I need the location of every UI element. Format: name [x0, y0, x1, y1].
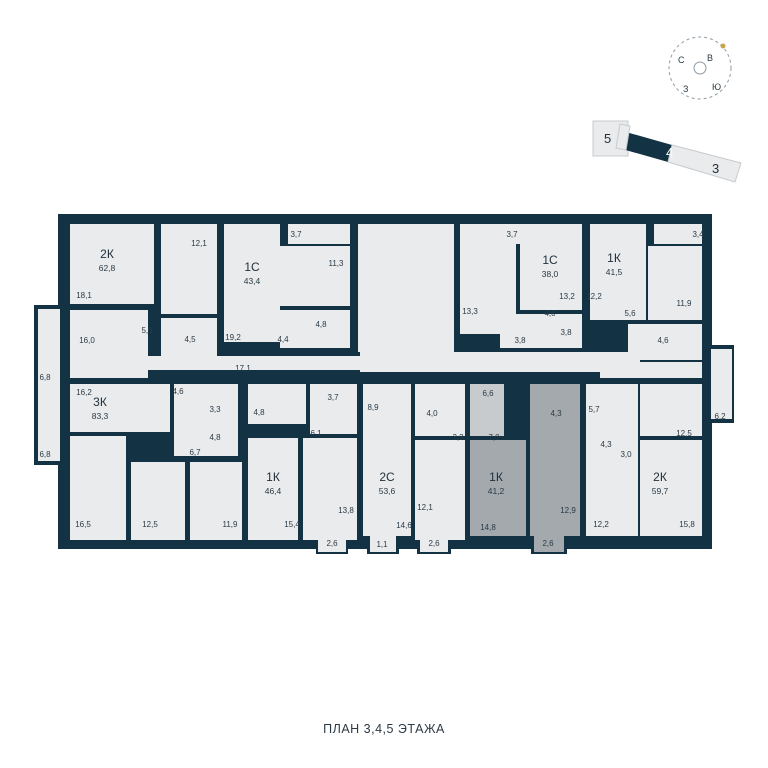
room-area: 5,6: [624, 309, 636, 318]
room-area: 13,2: [559, 292, 575, 301]
room-area: 15,8: [679, 520, 695, 529]
room-area: 4,8: [209, 433, 221, 442]
apt-type: 1С: [244, 260, 260, 274]
apt-area: 53,6: [379, 486, 396, 496]
room-area: 11,9: [223, 520, 239, 529]
compass-icon: С В Ю З: [668, 36, 732, 100]
room-area: 13,8: [338, 506, 354, 515]
apt-highlight-room[interactable]: [470, 440, 526, 536]
loggia-area: 2,6: [542, 539, 554, 548]
room-area: 3,0: [620, 450, 632, 459]
loggia-area: 2,6: [326, 539, 338, 548]
room-area: 4,8: [253, 408, 265, 417]
loggia-area: 2,6: [428, 539, 440, 548]
section-key-plan: 5 4 3: [592, 120, 742, 183]
apt-type: 2С: [379, 470, 395, 484]
compass-w: З: [683, 84, 688, 94]
room-area: 4,0: [544, 309, 556, 318]
room-area: 4,3: [550, 409, 562, 418]
room-area: 12,1: [191, 239, 207, 248]
room-area: 6,8: [39, 450, 51, 459]
room-area: 5,7: [588, 405, 600, 414]
bottom-row-rooms: [70, 384, 702, 540]
apt-area: 59,7: [652, 486, 669, 496]
room-area: 5,3: [141, 326, 153, 335]
room-area: 6,8: [39, 373, 51, 382]
room-area: 3,7: [327, 393, 339, 402]
compass-e: В: [707, 53, 713, 63]
apt-type: 1К: [489, 470, 503, 484]
room-area: 7,0: [488, 433, 500, 442]
apt-highlight-room-2[interactable]: [530, 384, 580, 536]
room-area: 3,3: [209, 405, 221, 414]
apt-area: 62,8: [99, 263, 116, 273]
room-area: 14,6: [396, 521, 412, 530]
apt-area: 41,5: [606, 267, 623, 277]
room-area: 6,6: [482, 389, 494, 398]
section-3-label: 3: [712, 161, 719, 176]
apt-type: 3К: [93, 395, 107, 409]
room-area: 17,1: [235, 364, 251, 373]
section-5-label: 5: [604, 131, 611, 146]
room-area: 3,8: [560, 328, 572, 337]
room-area: 4,6: [172, 387, 184, 396]
room-labels: 12,1 3,7 11,3 18,1 5,3 19,2 4,5 4,4 4,8 …: [39, 230, 726, 549]
apt-type: 2К: [653, 470, 667, 484]
loggia-area: 1,1: [376, 540, 388, 549]
apt-type: 1С: [542, 253, 558, 267]
room-area: 4,4: [277, 335, 289, 344]
apt-type: 1К: [607, 251, 621, 265]
apt-area: 46,4: [265, 486, 282, 496]
room-area: 3,3: [452, 433, 464, 442]
compass-s: Ю: [712, 82, 721, 92]
room-area: 12,1: [417, 503, 433, 512]
room-area: 16,5: [75, 520, 91, 529]
apt-area: 41,2: [488, 486, 505, 496]
room-area: 16,0: [79, 336, 95, 345]
apt-area: 83,3: [92, 411, 109, 421]
room-area: 11,9: [677, 299, 693, 308]
room-area: 3,8: [514, 336, 526, 345]
room-area: 4,8: [315, 320, 327, 329]
room-area: 4,0: [426, 409, 438, 418]
room-area: 13,3: [462, 307, 478, 316]
room-area: 12,5: [676, 429, 692, 438]
room-area: 18,1: [76, 291, 92, 300]
apt-type: 1К: [266, 470, 280, 484]
room-area: 3,4: [692, 230, 704, 239]
room-area: 12,9: [560, 506, 576, 515]
room-area: 3,7: [290, 230, 302, 239]
top-row-rooms: [70, 224, 702, 378]
room-area: 4,6: [657, 336, 669, 345]
compass-n: С: [678, 55, 685, 65]
apt-type: 2К: [100, 247, 114, 261]
room-area: 4,5: [184, 335, 196, 344]
room-area: 6,1: [310, 429, 322, 438]
section-4-label: 4: [666, 145, 673, 160]
floor-plan-title: ПЛАН 3,4,5 ЭТАЖА: [323, 722, 445, 736]
room-area: 12,5: [142, 520, 158, 529]
room-area: 12,2: [593, 520, 609, 529]
room-area: 8,9: [367, 403, 379, 412]
room-area: 4,3: [600, 440, 612, 449]
room-area: 14,8: [480, 523, 496, 532]
room-area: 16,2: [76, 388, 92, 397]
room-area: 6,2: [714, 412, 726, 421]
apt-area: 38,0: [542, 269, 559, 279]
room-area: 12,2: [586, 292, 602, 301]
room-area: 11,3: [329, 259, 345, 268]
room-area: 19,2: [225, 333, 241, 342]
room-area: 3,7: [506, 230, 518, 239]
room-area: 6,7: [189, 448, 201, 457]
room-area: 15,4: [284, 520, 300, 529]
apartment-labels: 2К 62,8 1С 43,4 1С 38,0 1К 41,5 3К 83,3 …: [92, 247, 669, 496]
apt-area: 43,4: [244, 276, 261, 286]
